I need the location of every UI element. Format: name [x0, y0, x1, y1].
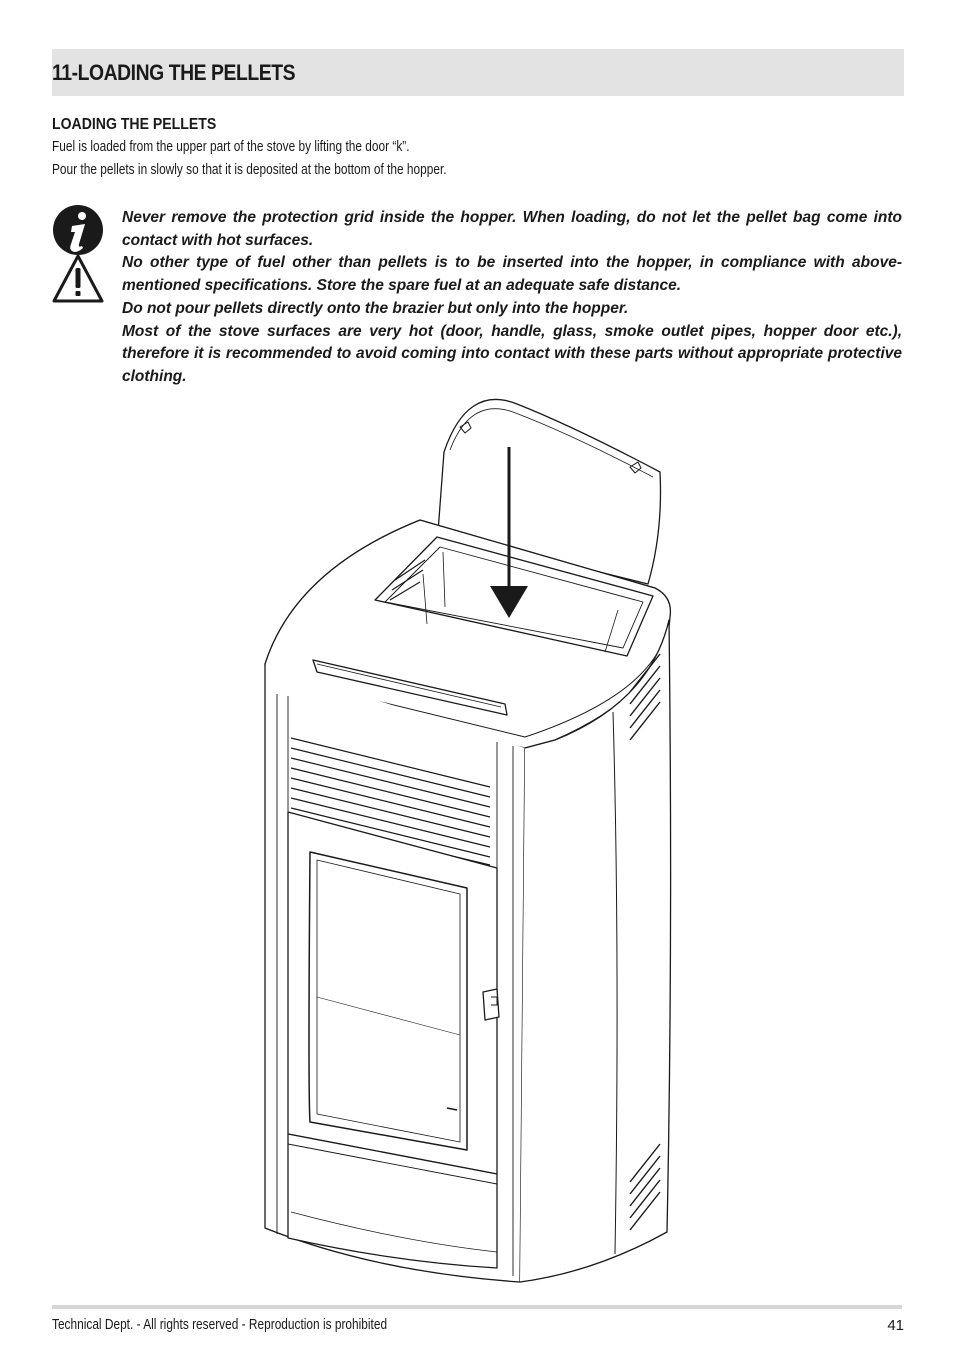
- warning-3: Do not pour pellets directly onto the br…: [122, 299, 629, 317]
- warning-triangle-icon: [52, 254, 104, 303]
- stove-illustration: [264, 398, 672, 1283]
- warning-2: No other type of fuel other than pellets…: [122, 254, 902, 295]
- notice-icons: [52, 204, 104, 304]
- warning-1: Never remove the protection grid inside …: [122, 209, 902, 249]
- page-number: 41: [887, 1317, 904, 1334]
- warning-notes: Never remove the protection grid inside …: [122, 207, 902, 389]
- down-arrow-icon: [490, 447, 528, 618]
- section-title: 11-LOADING THE PELLETS: [52, 60, 296, 85]
- sub-heading: LOADING THE PELLETS: [52, 116, 217, 133]
- section-header-bar: 11-LOADING THE PELLETS: [52, 49, 904, 96]
- warning-4: Most of the stove surfaces are very hot …: [122, 322, 902, 385]
- intro-line-1: Fuel is loaded from the upper part of th…: [52, 139, 410, 155]
- footer-note: Technical Dept. - All rights reserved - …: [52, 1317, 388, 1333]
- footer-rule: [52, 1305, 902, 1309]
- intro-line-2: Pour the pellets in slowly so that it is…: [52, 162, 447, 178]
- info-icon: [52, 205, 104, 303]
